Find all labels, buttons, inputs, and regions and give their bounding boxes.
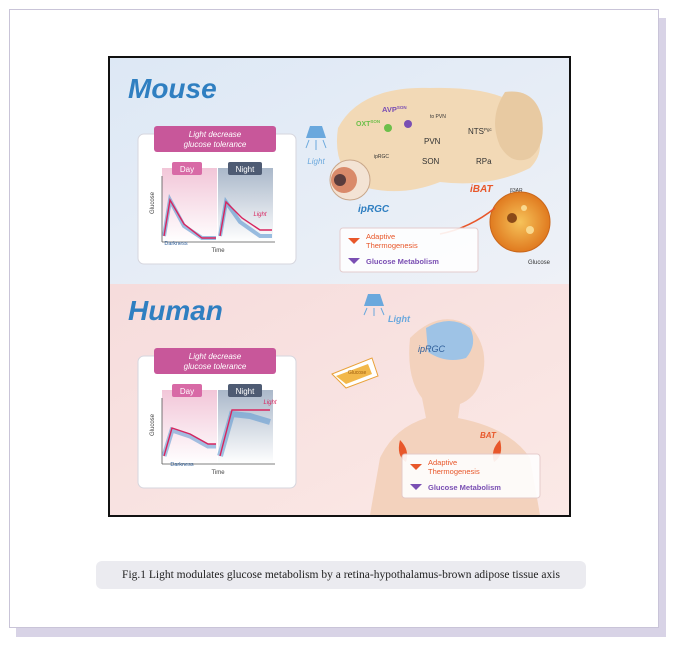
human-lamp-icon	[363, 294, 385, 316]
mouse-light-label: Light	[307, 157, 325, 166]
mouse-glucose-label: Glucose	[528, 260, 551, 266]
human-inset-xlabel: Time	[211, 470, 225, 476]
human-thermogenesis-2: Thermogenesis	[428, 467, 480, 476]
mouse-iprgc-label: ipRGC	[358, 204, 390, 215]
human-inset-title-2: glucose tolerance	[184, 362, 247, 371]
mouse-inset-darkness: Darkness	[164, 241, 187, 247]
nts-label: NTSPgc	[468, 127, 493, 136]
bat-cell-diagram	[489, 191, 551, 253]
son-label: SON	[422, 157, 440, 166]
mouse-glucose-metabolism: Glucose Metabolism	[366, 257, 439, 266]
human-thermogenesis-1: Adaptive	[428, 458, 457, 467]
avp-label: AVPSON	[382, 105, 407, 114]
mouse-legend	[339, 227, 479, 273]
human-inset-light: Light	[263, 400, 276, 406]
mouse-inset-light: Light	[253, 212, 266, 218]
ibat-label: iBAT	[470, 184, 493, 195]
human-night-tag: Night	[236, 387, 255, 396]
to-pvn-label: to PVN	[430, 114, 446, 120]
mouse-inset-title-2: glucose tolerance	[184, 140, 247, 149]
iprgc-small-label: ipRGC	[374, 154, 389, 160]
figure-caption: Fig.1 Light modulates glucose metabolism…	[122, 569, 560, 581]
pvn-label: PVN	[424, 137, 441, 146]
eye-diagram	[329, 159, 371, 201]
oxt-label: OXTSON	[356, 119, 380, 128]
mouse-inset-ylabel: Glucose	[150, 191, 156, 214]
caption-box: Fig.1 Light modulates glucose metabolism…	[96, 561, 586, 589]
mouse-thermogenesis-2: Thermogenesis	[366, 241, 418, 250]
human-day-tag: Day	[180, 387, 194, 396]
mouse-inset-chart: Light decrease glucose tolerance Day Nig…	[137, 126, 297, 265]
mouse-thermogenesis-1: Adaptive	[366, 232, 395, 241]
mouse-inset-title-1: Light decrease	[189, 130, 242, 139]
b3ar-label: β3AR	[510, 188, 523, 194]
human-inset-ylabel: Glucose	[150, 413, 156, 436]
human-light-label: Light	[388, 314, 411, 324]
rpa-label: RPa	[476, 157, 492, 166]
figure-illustration: Mouse Light decrease glucose tolerance D…	[110, 58, 569, 515]
human-inset-darkness: Darkness	[170, 462, 193, 468]
mouse-night-tag: Night	[236, 165, 255, 174]
figure-image: Mouse Light decrease glucose tolerance D…	[108, 56, 571, 517]
human-heading: Human	[128, 295, 223, 326]
human-inset-title-1: Light decrease	[189, 352, 242, 361]
human-iprgc-label: ipRGC	[418, 344, 446, 354]
human-inset-chart: Light decrease glucose tolerance Day Nig…	[137, 348, 297, 489]
lamp-icon	[305, 126, 327, 150]
glucose-cup-label: Glucose	[348, 370, 367, 376]
bat-label: BAT	[480, 431, 497, 440]
mouse-heading: Mouse	[128, 73, 217, 104]
human-legend	[401, 453, 541, 499]
mouse-day-tag: Day	[180, 165, 194, 174]
mouse-brain-diagram	[336, 87, 543, 192]
human-glucose-metabolism: Glucose Metabolism	[428, 483, 501, 492]
mouse-inset-xlabel: Time	[211, 248, 225, 254]
